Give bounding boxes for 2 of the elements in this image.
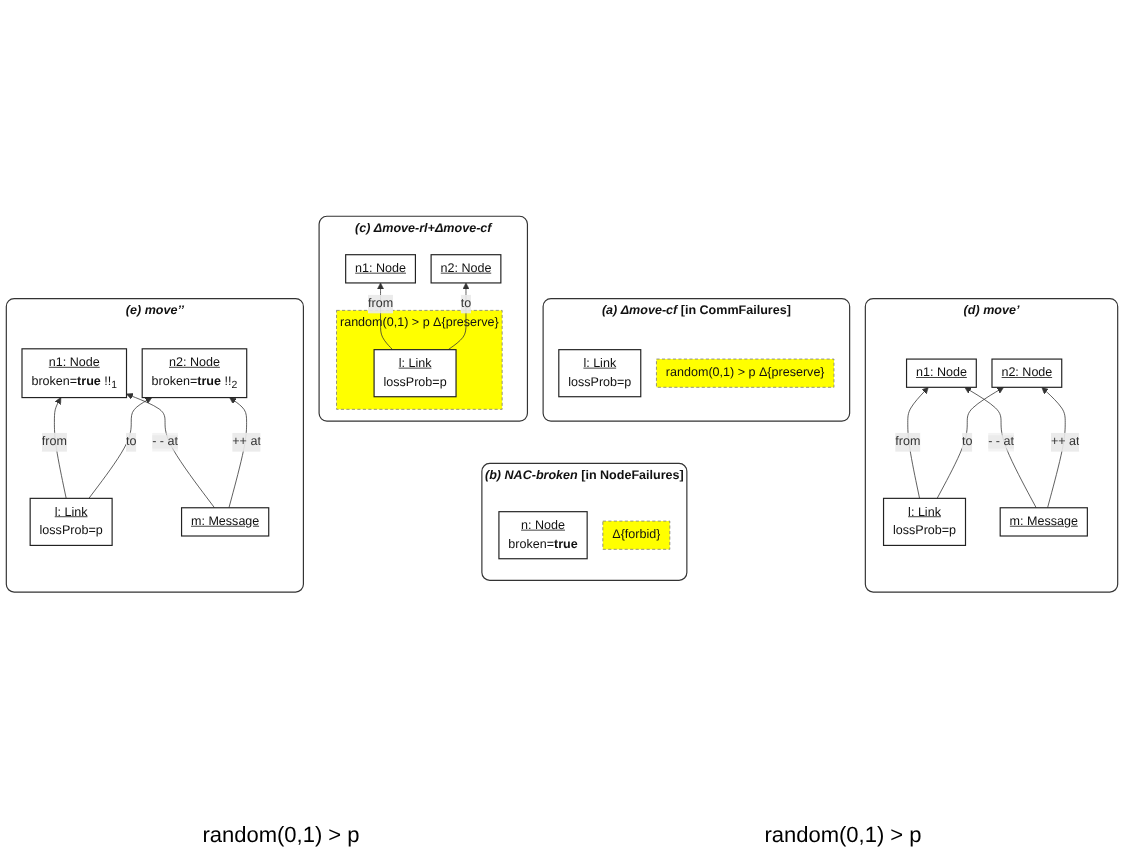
- condition-note: random(0,1) > p: [202, 824, 360, 848]
- condition-note: random(0,1) > p: [764, 824, 922, 848]
